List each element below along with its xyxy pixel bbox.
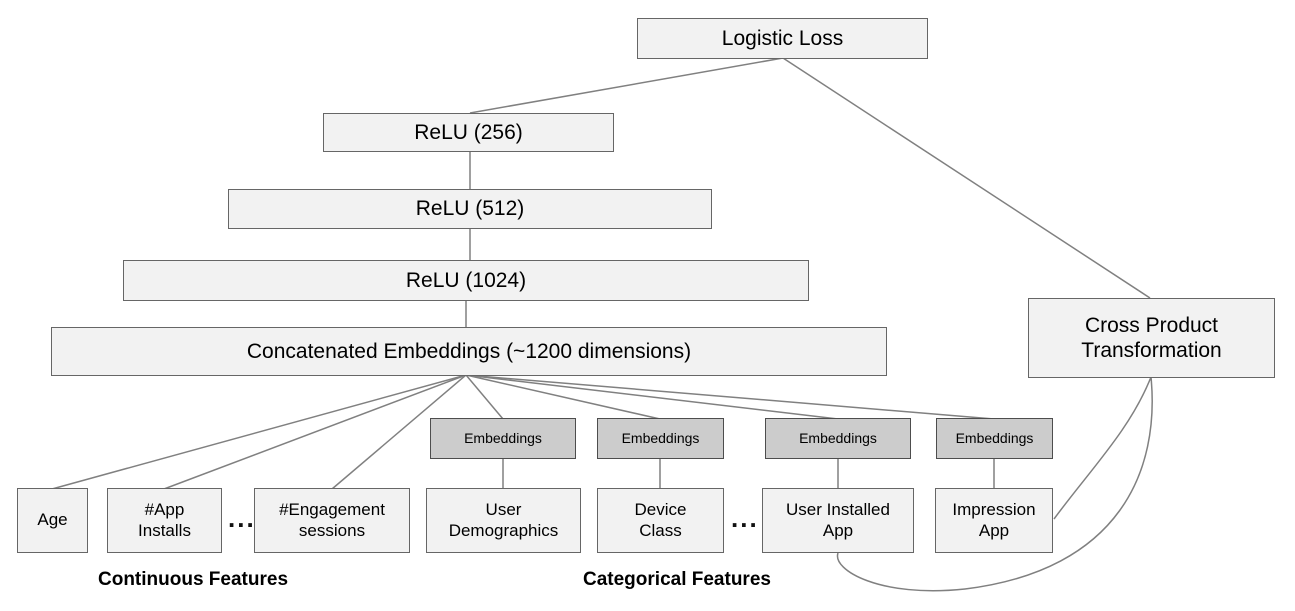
edge-concat-to-app-installs [163, 374, 467, 490]
node-cross-product-line1: Cross Product [1084, 313, 1219, 337]
edge-loss-to-relu256 [469, 57, 784, 114]
node-embeddings-2[interactable]: Embeddings [597, 418, 724, 459]
node-embeddings-3-label: Embeddings [799, 430, 877, 447]
node-feature-impression-app-line2: App [978, 520, 1010, 540]
node-logistic-loss[interactable]: Logistic Loss [637, 18, 928, 59]
edge-concat-to-age [51, 374, 467, 490]
edge-loss-to-crossproduct [782, 57, 1151, 299]
edge-crossproduct-to-user-installed-app [836, 376, 1153, 592]
node-feature-device-class-line1: Device [634, 500, 687, 520]
node-feature-user-demographics[interactable]: User Demographics [426, 488, 581, 553]
node-feature-user-installed-app-line2: App [822, 520, 854, 540]
node-embeddings-1-label: Embeddings [464, 430, 542, 447]
node-relu-1024-label: ReLU (1024) [405, 268, 527, 292]
edge-concat-to-embeddings-2 [465, 374, 661, 420]
node-embeddings-3[interactable]: Embeddings [765, 418, 911, 459]
node-embeddings-1[interactable]: Embeddings [430, 418, 576, 459]
node-relu-1024[interactable]: ReLU (1024) [123, 260, 809, 301]
edge-concat-to-embeddings-1 [465, 374, 504, 420]
node-feature-user-installed-app[interactable]: User Installed App [762, 488, 914, 553]
node-feature-user-demographics-line2: Demographics [448, 520, 559, 540]
node-feature-app-installs[interactable]: #App Installs [107, 488, 222, 553]
node-logistic-loss-label: Logistic Loss [721, 26, 844, 50]
ellipsis-continuous: ... [228, 503, 256, 533]
node-concatenated-embeddings-label: Concatenated Embeddings (~1200 dimension… [246, 339, 692, 363]
node-feature-age-line1: Age [37, 510, 68, 530]
edge-crossproduct-to-impression-app [1053, 376, 1152, 520]
node-feature-engagement-sessions-line1: #Engagement [279, 500, 385, 520]
node-embeddings-4-label: Embeddings [955, 430, 1034, 447]
node-relu-512[interactable]: ReLU (512) [228, 189, 712, 229]
node-feature-user-demographics-line1: User [485, 500, 522, 520]
node-concatenated-embeddings[interactable]: Concatenated Embeddings (~1200 dimension… [51, 327, 887, 376]
edge-concat-to-embeddings-4 [465, 374, 995, 420]
node-cross-product-line2: Transformation [1081, 339, 1222, 362]
node-relu-512-label: ReLU (512) [415, 197, 525, 221]
node-feature-user-installed-app-line1: User Installed [786, 500, 890, 520]
node-relu-256[interactable]: ReLU (256) [323, 113, 614, 152]
node-feature-app-installs-line1: #App [144, 500, 185, 520]
node-feature-engagement-sessions[interactable]: #Engagement sessions [254, 488, 410, 553]
node-embeddings-4[interactable]: Embeddings [936, 418, 1053, 459]
node-feature-engagement-sessions-line2: sessions [298, 520, 366, 540]
node-relu-256-label: ReLU (256) [414, 120, 523, 144]
node-feature-impression-app[interactable]: Impression App [935, 488, 1053, 553]
node-feature-device-class-line2: Class [639, 520, 682, 540]
node-feature-app-installs-line2: Installs [138, 520, 191, 540]
edge-concat-to-embeddings-3 [465, 374, 839, 420]
node-cross-product-transformation[interactable]: Cross Product Transformation [1028, 298, 1275, 378]
node-feature-device-class[interactable]: Device Class [597, 488, 724, 553]
section-label-categorical-features: Categorical Features [583, 569, 771, 590]
node-embeddings-2-label: Embeddings [621, 430, 700, 447]
node-feature-age[interactable]: Age [17, 488, 88, 553]
section-label-continuous-features: Continuous Features [98, 569, 289, 590]
node-feature-impression-app-line1: Impression [952, 500, 1036, 520]
ellipsis-categorical: ... [731, 503, 759, 533]
